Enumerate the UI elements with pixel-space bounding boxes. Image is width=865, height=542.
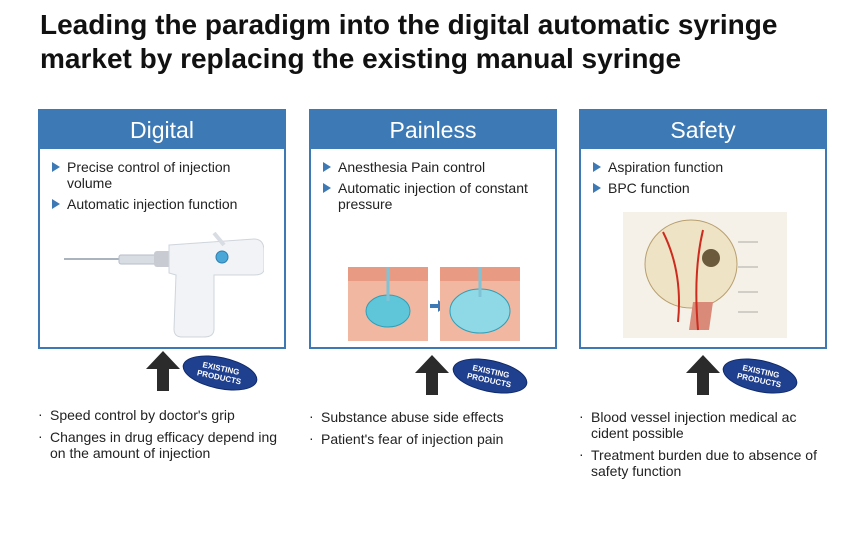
card-safety: Safety Aspiration function BPC function <box>579 109 827 349</box>
head-anatomy-image <box>623 212 787 343</box>
issue-item: Changes in drug efficacy depend ing on t… <box>38 428 278 461</box>
existing-products-badge: EXISTING PRODUCTS <box>179 349 261 397</box>
issue-list-painless: Substance abuse side effects Patient's f… <box>309 408 549 453</box>
card-painless: Painless Anesthesia Pain control Automat… <box>309 109 557 349</box>
feature-item: Aspiration function <box>593 159 817 175</box>
existing-products-badge: EXISTING PRODUCTS <box>719 352 801 400</box>
feature-item: Precise control of injection volume <box>52 159 276 191</box>
up-arrow-icon <box>415 355 449 400</box>
feature-list: Precise control of injection volume Auto… <box>40 159 284 212</box>
card-digital: Digital Precise control of injection vol… <box>38 109 286 349</box>
up-arrow-icon <box>686 355 720 400</box>
issue-item: Blood vessel injection medical ac cident… <box>579 408 819 441</box>
skin-injection-image <box>348 267 520 346</box>
feature-item: BPC function <box>593 180 817 196</box>
card-heading: Safety <box>581 111 825 149</box>
issue-list-digital: Speed control by doctor's grip Changes i… <box>38 406 278 467</box>
up-arrow-icon <box>146 351 180 396</box>
issue-item: Speed control by doctor's grip <box>38 406 278 423</box>
feature-item: Anesthesia Pain control <box>323 159 547 175</box>
card-heading: Digital <box>40 111 284 149</box>
card-heading: Painless <box>311 111 555 149</box>
page-title: Leading the paradigm into the digital au… <box>40 9 778 74</box>
issue-item: Patient's fear of injection pain <box>309 430 549 447</box>
issue-item: Substance abuse side effects <box>309 408 549 425</box>
digital-syringe-image <box>64 229 265 346</box>
issue-item: Treatment burden due to absence of safet… <box>579 446 819 479</box>
issue-list-safety: Blood vessel injection medical ac cident… <box>579 408 819 485</box>
feature-list: Anesthesia Pain control Automatic inject… <box>311 159 555 212</box>
feature-item: Automatic injection function <box>52 196 276 212</box>
feature-list: Aspiration function BPC function <box>581 159 825 196</box>
existing-products-badge: EXISTING PRODUCTS <box>449 352 531 400</box>
feature-item: Automatic injection of constant pressure <box>323 180 547 212</box>
